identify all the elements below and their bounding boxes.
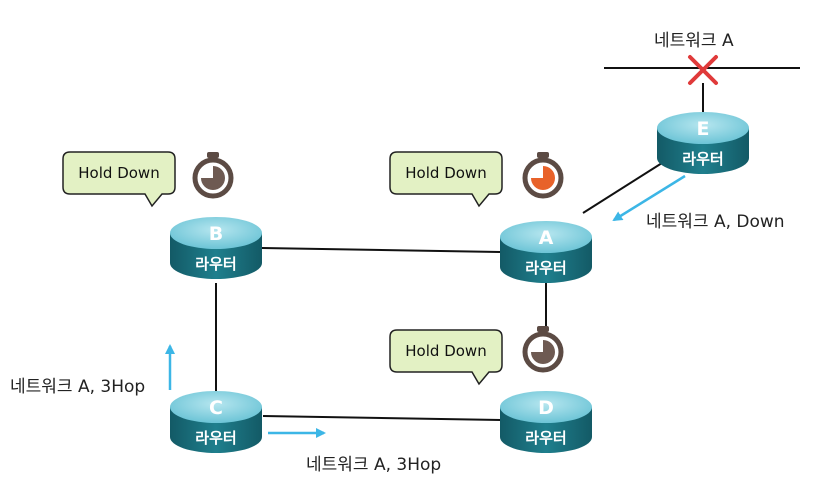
network-a-3hop-label-right: 네트워크 A, 3Hop [306, 455, 442, 475]
network-a-down-label: 네트워크 A, Down [646, 212, 785, 232]
network-a-label: 네트워크 A [654, 31, 734, 51]
link-broken-icon [688, 55, 718, 85]
link-e-a [582, 162, 663, 214]
router-c-letter: C [209, 397, 223, 419]
router-a: A 라우터 [500, 221, 592, 283]
link-b-a [261, 247, 501, 253]
hold-down-bubble-a: Hold Down [389, 151, 503, 208]
router-d-label: 라우터 [525, 429, 566, 447]
hold-down-bubble-d: Hold Down [389, 329, 503, 386]
router-a-label: 라우터 [525, 259, 566, 277]
router-d-letter: D [538, 397, 554, 419]
router-e-letter: E [697, 118, 710, 140]
hold-down-bubble-b: Hold Down [62, 151, 176, 208]
hold-down-text-d: Hold Down [405, 342, 486, 360]
link-c-d [262, 415, 502, 421]
network-a-3hop-label-up: 네트워크 A, 3Hop [10, 377, 146, 397]
update-arrow-e-a [612, 174, 686, 222]
router-b-label: 라우터 [195, 255, 236, 273]
router-c: C 라우터 [170, 391, 262, 453]
router-e: E 라우터 [657, 112, 749, 174]
router-c-label: 라우터 [195, 429, 236, 447]
hold-down-text-b: Hold Down [78, 164, 159, 182]
router-b: B 라우터 [170, 217, 262, 279]
router-d: D 라우터 [500, 391, 592, 453]
router-e-label: 라우터 [682, 150, 723, 168]
stopwatch-icon [192, 152, 234, 199]
stopwatch-icon [522, 152, 564, 199]
router-a-letter: A [539, 227, 554, 249]
router-b-letter: B [209, 223, 223, 245]
stopwatch-icon [522, 326, 564, 373]
hold-down-text-a: Hold Down [405, 164, 486, 182]
